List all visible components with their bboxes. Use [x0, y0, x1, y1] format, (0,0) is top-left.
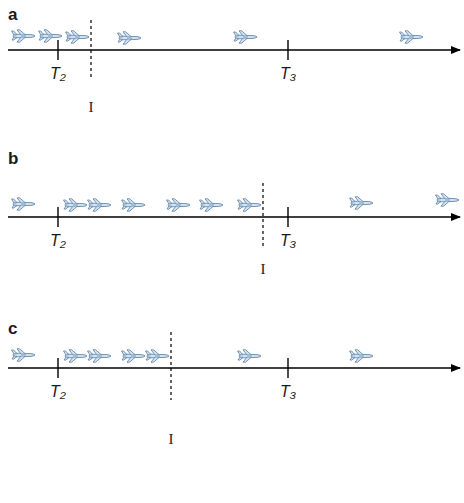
panel-letter: b [8, 150, 18, 167]
interval-mark: I [261, 262, 266, 277]
interval-mark: I [89, 100, 94, 115]
panel-letter: c [8, 320, 17, 337]
time-label: T₃ [280, 384, 296, 400]
time-label: T₂ [50, 66, 66, 82]
time-label: T₃ [280, 66, 296, 82]
interval-mark: I [169, 432, 174, 447]
panel-a [8, 20, 460, 80]
time-label: T₃ [280, 233, 296, 249]
panel-c [8, 332, 460, 400]
time-label: T₂ [50, 384, 66, 400]
panel-b [8, 183, 460, 248]
time-label: T₂ [50, 233, 66, 249]
panel-letter: a [8, 6, 17, 23]
